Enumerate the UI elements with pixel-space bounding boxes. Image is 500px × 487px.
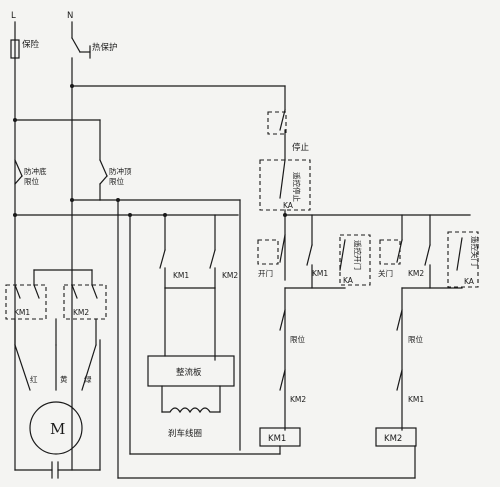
limit-top-end xyxy=(99,175,108,185)
km2-coil xyxy=(375,427,417,447)
label-ka-close: KA xyxy=(464,277,475,286)
junction-dot xyxy=(13,213,17,217)
label-L: L xyxy=(11,11,16,21)
thermal-contact xyxy=(71,37,81,53)
label-km2-mid: KM2 xyxy=(222,271,238,280)
km1-self-contact xyxy=(306,244,313,266)
limit-top-contact xyxy=(99,159,108,177)
label-km1-coil: KM1 xyxy=(268,434,286,444)
label-motor: M xyxy=(50,420,65,438)
km2-main-contact-2 xyxy=(91,284,98,299)
km2-contact xyxy=(209,249,216,269)
label-remote-close: 遥控关门 xyxy=(470,236,480,266)
label-limit-bottom-1: 防冲底 xyxy=(24,166,47,176)
label-rectifier: 整流板 xyxy=(176,367,202,378)
km2-main-box xyxy=(63,284,107,320)
close-button-box xyxy=(379,239,401,265)
motor xyxy=(29,401,83,455)
open-button-box xyxy=(257,239,279,265)
remote-open-box xyxy=(339,234,371,286)
km1-main-contact-1 xyxy=(14,284,21,299)
label-limit-top-2: 限位 xyxy=(109,176,124,186)
km1-interlock-contact xyxy=(396,369,403,391)
label-red: 红 xyxy=(30,374,38,384)
label-ka-open: KA xyxy=(343,276,354,285)
remote-open-contact xyxy=(339,239,346,271)
junction-dot xyxy=(13,118,17,122)
km1-contact xyxy=(159,249,166,269)
wire-red xyxy=(14,344,31,391)
junction-dot xyxy=(70,84,74,88)
label-stop: 停止 xyxy=(292,142,310,153)
limit-open-contact xyxy=(279,309,286,331)
label-fuse: 保险 xyxy=(22,39,40,50)
label-limit-close: 限位 xyxy=(408,334,423,344)
label-ka-stop: KA xyxy=(283,201,294,210)
wire-green xyxy=(81,344,97,391)
stop-contact xyxy=(279,109,286,131)
km2-interlock-contact xyxy=(279,369,286,391)
km1-main-contact-2 xyxy=(33,284,40,299)
stop-button-box xyxy=(267,111,287,135)
label-km1-mid: KM1 xyxy=(173,271,189,280)
remote-stop-contact xyxy=(279,159,286,199)
label-km2-main: KM2 xyxy=(73,308,89,317)
junction-dot xyxy=(128,213,132,217)
label-yellow: 黄 xyxy=(60,374,68,384)
label-km1-self: KM1 xyxy=(312,269,328,278)
limit-bottom-end xyxy=(14,175,23,185)
km1-main-box xyxy=(5,284,47,320)
label-limit-top-1: 防冲顶 xyxy=(109,166,132,176)
close-contact xyxy=(396,239,403,263)
limit-close-contact xyxy=(396,309,403,331)
limit-bottom-contact xyxy=(14,159,23,177)
remote-close-box xyxy=(447,231,479,288)
label-brake-coil: 刹车线圈 xyxy=(168,428,202,439)
label-km2-self: KM2 xyxy=(408,269,424,278)
junction-dot xyxy=(163,213,167,217)
label-N: N xyxy=(67,11,73,21)
km2-self-contact xyxy=(424,244,431,266)
label-green: 绿 xyxy=(84,375,92,384)
label-close: 关门 xyxy=(378,268,393,278)
junction-dot xyxy=(116,198,120,202)
brake-coil xyxy=(161,407,221,414)
label-km1-interlock: KM1 xyxy=(408,395,424,404)
km2-main-contact-1 xyxy=(71,284,78,299)
label-remote-stop: 遥控停止 xyxy=(292,172,302,202)
label-thermal: 热保护 xyxy=(92,42,118,53)
rectifier-board xyxy=(147,355,235,387)
junction-dot xyxy=(70,198,74,202)
label-remote-open: 遥控开门 xyxy=(353,240,363,270)
label-limit-open: 限位 xyxy=(290,334,305,344)
label-km2-coil: KM2 xyxy=(384,434,402,444)
label-open: 开门 xyxy=(258,269,273,278)
label-km1-main: KM1 xyxy=(14,308,30,317)
remote-close-contact xyxy=(456,237,463,271)
label-km2-interlock: KM2 xyxy=(290,395,306,404)
label-limit-bottom-2: 限位 xyxy=(24,176,39,186)
open-contact xyxy=(279,234,286,263)
